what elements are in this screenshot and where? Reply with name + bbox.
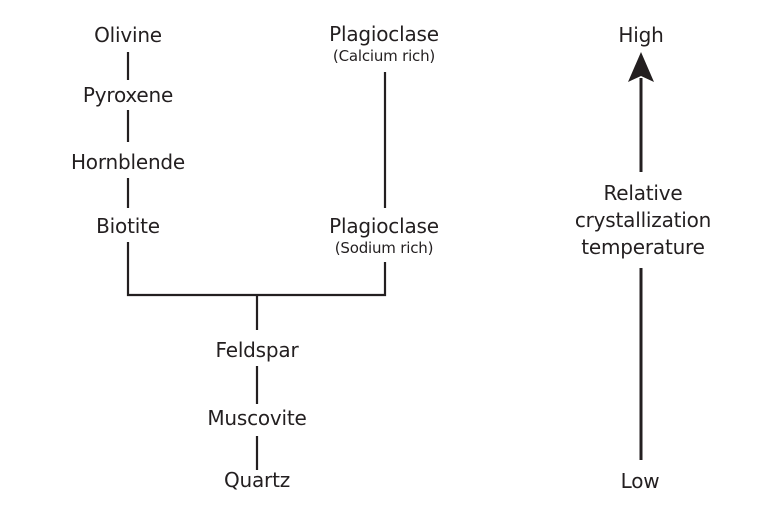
temperature-title-line-3: temperature xyxy=(581,235,705,259)
arrow-up-icon xyxy=(628,52,654,82)
mineral-olivine: Olivine xyxy=(94,23,162,47)
temperature-title-line-2: crystallization xyxy=(574,208,712,232)
mineral-muscovite: Muscovite xyxy=(207,406,307,430)
temperature-title-line-1: Relative xyxy=(603,181,683,205)
mineral-plagioclase-calcium: Plagioclase xyxy=(329,22,439,46)
mineral-quartz: Quartz xyxy=(223,468,291,492)
temperature-title: Relative crystallization temperature xyxy=(574,180,712,261)
mineral-pyroxene: Pyroxene xyxy=(82,83,174,107)
mineral-plagioclase-sodium: Plagioclase xyxy=(329,214,439,238)
plagioclase-calcium-note: (Calcium rich) xyxy=(332,47,436,65)
temperature-high-label: High xyxy=(618,23,664,47)
mineral-biotite: Biotite xyxy=(96,214,160,238)
plagioclase-sodium-note: (Sodium rich) xyxy=(334,239,434,257)
mineral-hornblende: Hornblende xyxy=(70,150,186,174)
mineral-feldspar: Feldspar xyxy=(215,338,299,362)
temperature-low-label: Low xyxy=(620,469,660,493)
